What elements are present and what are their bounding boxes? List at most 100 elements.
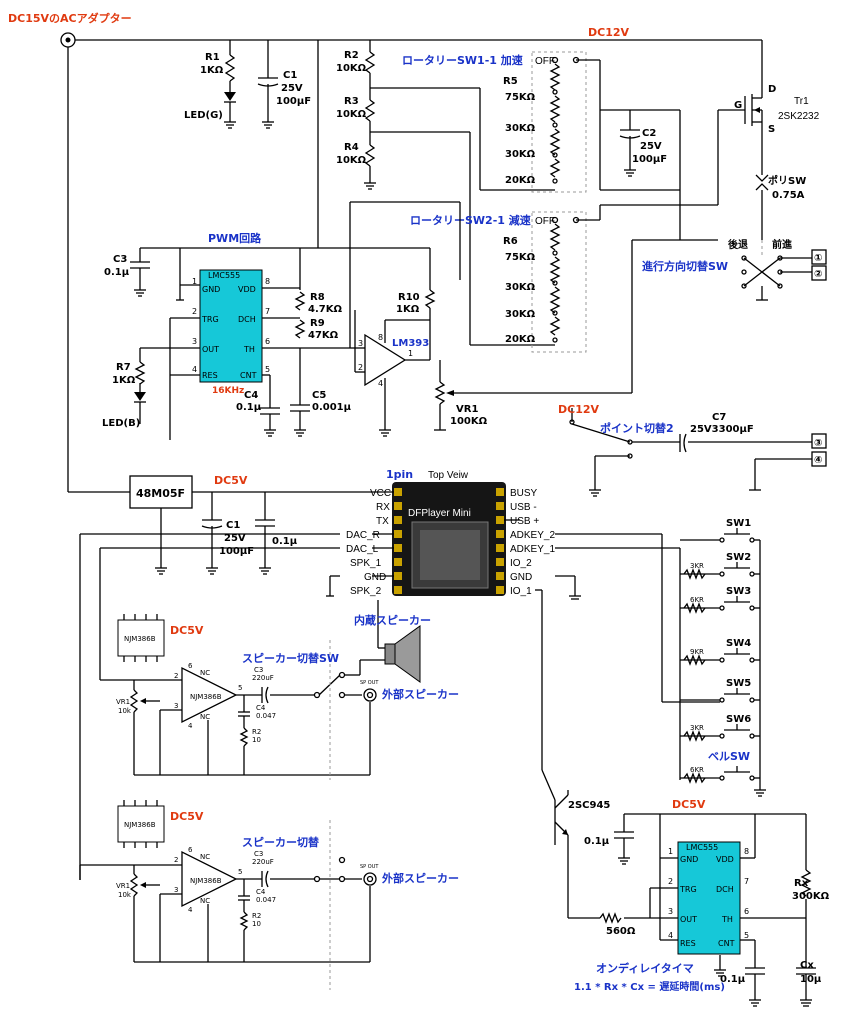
amp2-p6: 6 (188, 846, 193, 854)
sw2-label: SW2 (726, 552, 751, 563)
timer-vdd: VDD (716, 855, 734, 864)
amp1-c4: C4 (256, 704, 266, 712)
pin-dacr: DAC_R (346, 530, 380, 541)
lm393-pin1: 1 (408, 349, 413, 358)
vr1-label: VR1 (456, 404, 478, 415)
r9-label: R9 (310, 318, 325, 329)
led-g-label: LED(G) (184, 110, 223, 121)
ondelay-timer (554, 790, 816, 1007)
r4-label: R4 (344, 142, 359, 153)
r3-label: R3 (344, 96, 359, 107)
polysw-value: 0.75A (772, 190, 805, 201)
dfplayer-name: DFPlayer Mini (408, 508, 471, 519)
amp1-p5: 5 (238, 684, 242, 692)
lm393-pin3: 3 (358, 339, 363, 348)
pwm-dch: DCH (238, 315, 256, 324)
c1-capacitor (257, 40, 279, 129)
c5-label: C5 (312, 390, 326, 401)
sw6-label: SW6 (726, 714, 751, 725)
amp2-vr1v: 10k (118, 891, 132, 899)
dirsw-label: 進行方向切替SW (642, 259, 728, 273)
lm393-pin2: 2 (358, 363, 363, 372)
r560-label: 560Ω (606, 926, 636, 937)
pwm-gnd: GND (202, 285, 220, 294)
c01-label: 0.1μ (272, 536, 298, 547)
sw-ladder (679, 528, 766, 797)
r2-value: 10KΩ (336, 63, 367, 74)
amp1-p3: 3 (174, 702, 178, 710)
sw1-label: SW1 (726, 518, 751, 529)
r10-label: R10 (398, 292, 420, 303)
reverse-label: 後退 (728, 238, 748, 251)
pin-busy: BUSY (510, 488, 538, 499)
pwm-trg: TRG (201, 315, 219, 324)
amp2-p3: 3 (174, 886, 178, 894)
tr1-d: D (768, 84, 776, 95)
r6-75k: 75KΩ (505, 252, 536, 263)
rotary-sw2-title: ロータリーSW2-1 減速 (410, 213, 531, 227)
direction-switch (741, 240, 827, 301)
rotary-sw2 (531, 109, 745, 353)
lm393-pin8: 8 (378, 333, 383, 342)
tr2-label: 2SC945 (568, 800, 610, 811)
pin-gnd-l: GND (364, 572, 386, 583)
rot1-off: OFF (535, 56, 555, 67)
amp2-r2v: 10 (252, 920, 261, 928)
dc5v-a2: DC5V (170, 810, 204, 823)
pin1-label: 1pin (386, 468, 413, 481)
k6b-label: 6KR (690, 766, 704, 774)
c2-capacitor (619, 110, 641, 177)
r5-30k-b: 30KΩ (505, 149, 536, 160)
sw4-label: SW4 (726, 638, 751, 649)
pwm-chip-name: LMC555 (208, 271, 240, 280)
amp2-name: NJM386B (190, 877, 222, 885)
r4-value: 10KΩ (336, 155, 367, 166)
spksw2-label: スピーカー切替 (242, 835, 320, 849)
amp1-nc1: NC (200, 669, 210, 677)
c2-label: C2 (642, 128, 656, 139)
pwm-out: OUT (202, 345, 219, 354)
c1-voltage: 25V (281, 83, 303, 94)
terminal-3: ③ (814, 438, 822, 449)
c1b-voltage: 25V (224, 533, 246, 544)
r6-30k-a: 30KΩ (505, 282, 536, 293)
k6-label: 6KR (690, 596, 704, 604)
pin-usbp: USB + (510, 516, 539, 527)
amp1-p2: 2 (174, 672, 178, 680)
timer-chip-name: LMC555 (686, 843, 718, 852)
pin-io1: IO_1 (510, 586, 532, 597)
tr1-model: 2SK2232 (778, 111, 820, 122)
pwm-pin1: 1 (192, 277, 197, 286)
amp1-c3v: 220uF (252, 674, 274, 682)
dc5v-b: DC5V (672, 798, 706, 811)
terminal-2: ② (814, 269, 822, 280)
amp2-c3v: 220uF (252, 858, 274, 866)
regulator-48m05f (67, 47, 372, 575)
pin-usbm: USB - (510, 502, 537, 513)
pwm-cnt: CNT (240, 371, 257, 380)
amp1-vr1v: 10k (118, 707, 132, 715)
timer-out: OUT (680, 915, 697, 924)
amp1-vr1: VR1 (116, 698, 130, 706)
c7-label: C7 (712, 412, 726, 423)
amp2-p5: 5 (238, 868, 242, 876)
amp1-p4: 4 (188, 722, 193, 730)
amp1-p6: 6 (188, 662, 193, 670)
r1-led-branch (224, 40, 236, 129)
c4-label: C4 (244, 390, 258, 401)
cx-value: 10μ (800, 974, 822, 985)
pin-gnd-r: GND (510, 572, 532, 583)
r7-label: R7 (116, 362, 131, 373)
pin-adk2: ADKEY_2 (510, 530, 555, 541)
pin-rx: RX (376, 502, 390, 513)
r6-20k: 20KΩ (505, 334, 536, 345)
amp1-name: NJM386B (190, 693, 222, 701)
r3-value: 10KΩ (336, 109, 367, 120)
ext2-label: 外部スピーカー (381, 871, 459, 885)
amp1-r2: R2 (252, 728, 261, 736)
spout2: SP OUT (360, 864, 379, 870)
r5-30k-a: 30KΩ (505, 123, 536, 134)
timer-cnt: CNT (718, 939, 735, 948)
rot2-off: OFF (535, 216, 555, 227)
amp1-r2v: 10 (252, 736, 261, 744)
